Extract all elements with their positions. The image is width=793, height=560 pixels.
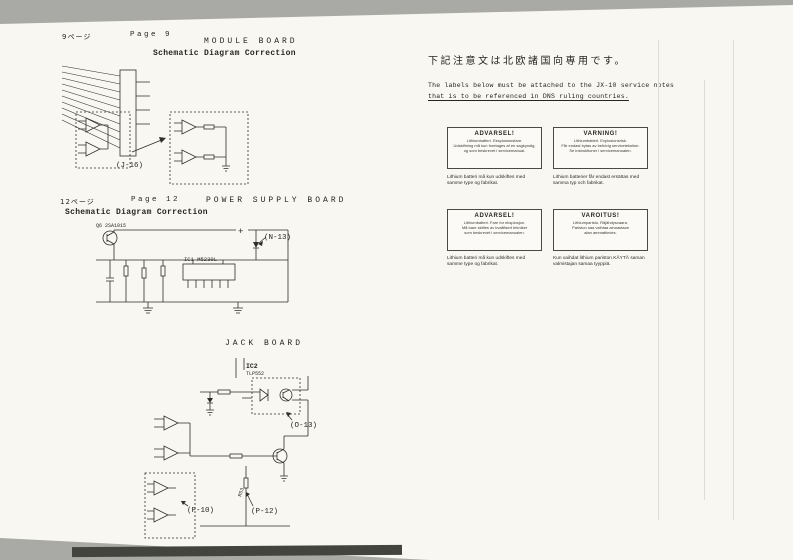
module-page-number-jp: 9ページ (62, 33, 92, 41)
warning-text: som beskrevet i servicemanualen. (464, 229, 525, 235)
warning-text: Lithiumbatteri. Eksplosionsfare. (466, 138, 523, 143)
resistor-symbol (160, 265, 166, 277)
power-schematic: Q6 2SA1015 + (N-13) IC1 M5230L (96, 223, 291, 314)
opamp-symbol (153, 507, 169, 523)
opamp-symbol (153, 480, 169, 496)
warning-box-varning-se: VARNING! Lithiumbatteri. Explosionsrisk.… (553, 127, 648, 169)
ic2-part-label: TLP552 (246, 371, 264, 377)
module-page-number-en: Page 9 (130, 31, 173, 39)
nordic-notice-jp: 下記注意文は北欧諸国向専用です。 (428, 56, 627, 67)
module-grid-ref: (J-16) (116, 162, 143, 170)
opamp-symbol (85, 117, 101, 133)
resistor-symbol (217, 389, 231, 395)
wire-bundle (61, 65, 121, 149)
ic-output-stubs (136, 81, 150, 125)
correction-box-p10 (144, 472, 196, 539)
optocoupler-box (251, 377, 301, 415)
diode-symbol (207, 398, 213, 403)
scan-crease-line (733, 40, 734, 520)
power-grid-ref: (N-13) (264, 234, 291, 242)
warning-title: ADVARSEL! (474, 131, 515, 137)
warning-text: Må bare skiftes av kvalifisert tekniker (461, 224, 528, 230)
resistor-symbol (123, 265, 129, 277)
jack-grid-ref-p10: (P-10) (187, 507, 214, 515)
arrowhead (246, 492, 250, 497)
arrow-line (258, 236, 267, 244)
diode-symbol (253, 242, 259, 248)
regulator-ic-outline (182, 263, 236, 281)
scan-crease-line (704, 80, 705, 500)
opamp-symbol (181, 119, 197, 135)
jack-schematic: IC2 TLP552 (O-13) (P-10) (P-12) R53 (144, 358, 317, 539)
arrowhead (181, 501, 186, 505)
ic-pins (187, 260, 229, 288)
power-subtitle: Schematic Diagram Correction (65, 208, 208, 217)
scan-shadow-band (71, 544, 403, 558)
warning-text: Lithiumparisto. Räjähdysvaara. (573, 220, 628, 225)
warning-box-advarsel-no: ADVARSEL! Lithiumbatteri. Fare for ekspl… (447, 209, 542, 251)
opamp-symbol (181, 149, 197, 165)
module-schematic: (J-16) (61, 65, 249, 185)
arrowhead (286, 412, 291, 417)
warning-caption-fi: Kun vaihdat lithium pariston KÄYTÄ saman… (553, 256, 645, 267)
opamp-symbol (85, 141, 101, 157)
plus-rail-label: + (238, 227, 243, 237)
arrowhead (159, 137, 166, 143)
nordic-notice-en-line2: that is to be referenced in DNS ruling c… (428, 93, 629, 100)
warning-text: og som beskrevet i servicemanual. (463, 147, 526, 153)
capacitor-symbol (106, 260, 114, 302)
led-symbol (259, 388, 269, 402)
jack-grid-ref-p12: (P-12) (251, 508, 278, 516)
resistor-symbol (203, 124, 215, 130)
resistor-symbol (141, 267, 147, 279)
ground-symbol (143, 302, 153, 314)
resistor-symbol (243, 477, 249, 489)
warning-text: Udskiftning må kun foretages af en sagky… (453, 142, 536, 148)
warning-text: Lithiumbatteri. Explosionsrisk. (574, 138, 627, 143)
r53-label: R53 (237, 487, 245, 497)
ground-symbol (214, 126, 230, 172)
opamp-symbol (163, 415, 179, 431)
transistor-symbol (102, 230, 118, 246)
warning-text: Pariston saa vaihtaa ainoastaan (572, 224, 629, 230)
connector-ic-outline (119, 69, 137, 157)
warning-text: Får endast bytas av behörig servicetekni… (561, 142, 640, 148)
warning-text: alan ammattimies. (584, 229, 617, 235)
nordic-notice-en-line1: The labels below must be attached to the… (428, 82, 675, 89)
scan-crease-line (658, 40, 659, 520)
q6-label: Q6 2SA1015 (96, 223, 126, 229)
ground-symbol (233, 302, 243, 314)
warning-box-advarsel-dk: ADVARSEL! Lithiumbatteri. Eksplosionsfar… (447, 127, 542, 169)
warning-title: VAROITUS! (581, 213, 620, 219)
jack-grid-ref-o13: (O-13) (290, 422, 317, 430)
arrow-line (246, 493, 254, 507)
resistor-symbol (203, 154, 215, 160)
ic1-label: IC1 M5230L (184, 256, 217, 263)
jack-board-title: JACK BOARD (225, 339, 304, 348)
warning-text: Se instruktioner i servicemanualen. (569, 147, 632, 153)
arrow-line (131, 138, 165, 153)
correction-box-a (75, 111, 131, 169)
warning-caption-dk: Lithium batteri må kun udskiftes med sam… (447, 175, 526, 186)
module-subtitle: Schematic Diagram Correction (153, 49, 296, 58)
warning-caption-no: Lithium batteri må kun udskiftes med sam… (447, 256, 526, 267)
warning-title: ADVARSEL! (474, 213, 515, 219)
power-page-number-en: Page 12 (131, 196, 181, 204)
resistor-symbol (229, 453, 243, 459)
warning-box-varoitus-fi: VAROITUS! Lithiumparisto. Räjähdysvaara.… (553, 209, 648, 251)
warning-title: VARNING! (583, 131, 618, 137)
correction-box-b (169, 111, 249, 185)
warning-caption-se: Lithium batterier får endast ersättas me… (553, 175, 640, 186)
warning-text: Lithiumbatteri. Fare for eksplosjon. (463, 220, 526, 225)
phototransistor-symbol (279, 388, 293, 402)
scan-edge-top (0, 0, 793, 24)
ic2-label: IC2 (246, 363, 258, 370)
ground-symbol (280, 475, 288, 482)
power-board-title: POWER SUPPLY BOARD (206, 196, 347, 205)
module-board-title: MODULE BOARD (204, 37, 298, 46)
arrowhead (258, 241, 263, 246)
opamp-symbol (163, 445, 179, 461)
power-page-number-jp: 12ページ (60, 198, 95, 206)
